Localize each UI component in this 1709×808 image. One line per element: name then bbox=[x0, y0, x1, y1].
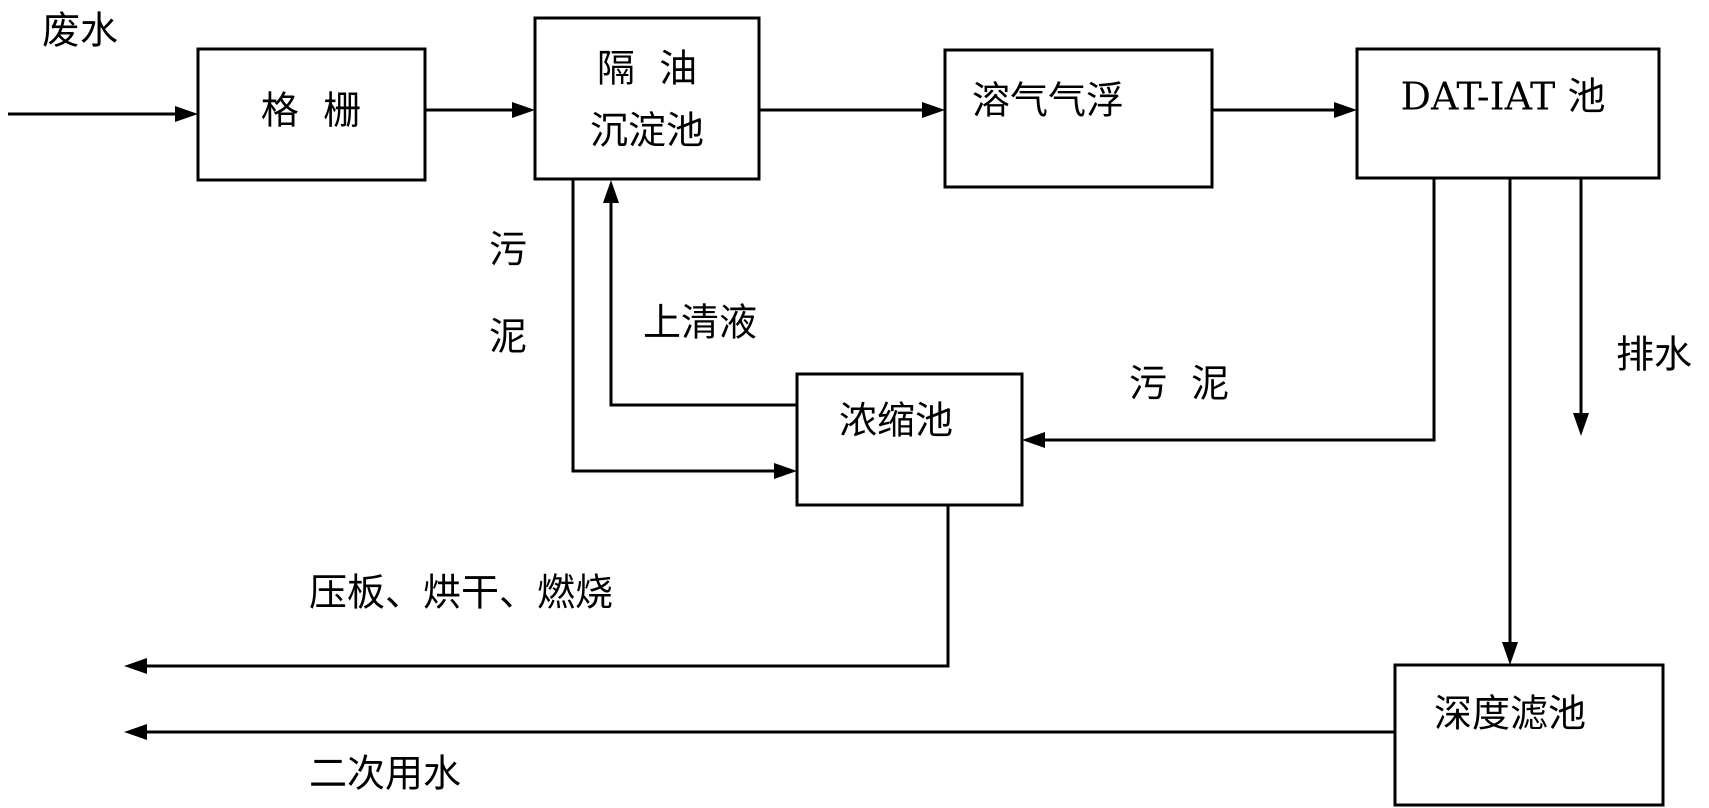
sludge-outlet-line bbox=[140, 505, 950, 668]
discharge-label: 排水 bbox=[1616, 333, 1692, 377]
grating-box bbox=[196, 47, 427, 182]
inlet-arrowhead bbox=[175, 106, 198, 122]
oil-separator-node: 隔 油 沉淀池 bbox=[533, 16, 761, 181]
supernatant-return-arrowhead bbox=[603, 180, 619, 203]
oil-sludge-to-thickener-arrowhead bbox=[774, 463, 797, 479]
reuse-water-arrowhead bbox=[124, 724, 147, 740]
dat-to-filter-arrowhead bbox=[1502, 642, 1518, 665]
sludge-vertical-label-1: 污 bbox=[489, 228, 527, 272]
sludge-outlet-arrowhead bbox=[124, 658, 147, 674]
daf-label: 溶气气浮 bbox=[972, 79, 1124, 123]
grating-node: 格 栅 bbox=[196, 47, 427, 182]
deep-filter-box bbox=[1393, 663, 1665, 807]
daf-box bbox=[943, 48, 1214, 189]
dat-iat-label: DAT-IAT 池 bbox=[1401, 75, 1606, 119]
grating-to-oil-arrowhead bbox=[512, 102, 535, 118]
dat-iat-box bbox=[1355, 47, 1661, 180]
dat-iat-node: DAT-IAT 池 bbox=[1355, 47, 1661, 180]
daf-to-dat-arrowhead bbox=[1334, 102, 1357, 118]
discharge-arrowhead bbox=[1573, 413, 1589, 436]
dat-sludge-to-thickener-line bbox=[1038, 178, 1436, 442]
daf-node: 溶气气浮 bbox=[943, 48, 1214, 189]
oil-separator-box bbox=[533, 16, 761, 181]
wastewater-label: 废水 bbox=[42, 9, 118, 53]
reuse-water-label: 二次用水 bbox=[309, 752, 461, 796]
thickener-label: 浓缩池 bbox=[839, 399, 953, 443]
dat-sludge-to-thickener-arrowhead bbox=[1022, 432, 1045, 448]
oil-separator-label-line1: 隔 油 bbox=[597, 47, 697, 91]
press-dry-burn-label: 压板、烘干、燃烧 bbox=[309, 571, 613, 615]
deep-filter-node: 深度滤池 bbox=[1393, 663, 1665, 807]
sludge-vertical-label-2: 泥 bbox=[489, 315, 527, 359]
thickener-node: 浓缩池 bbox=[795, 372, 1024, 507]
deep-filter-label: 深度滤池 bbox=[1434, 692, 1586, 736]
supernatant-label: 上清液 bbox=[643, 301, 757, 345]
supernatant-return-line bbox=[609, 196, 797, 407]
oil-sludge-to-thickener-line bbox=[571, 179, 781, 473]
sludge-horizontal-label: 污 泥 bbox=[1129, 362, 1229, 406]
oil-to-daf-arrowhead bbox=[922, 102, 945, 118]
thickener-box bbox=[795, 372, 1024, 507]
oil-separator-label-line2: 沉淀池 bbox=[590, 109, 704, 153]
grating-label: 格 栅 bbox=[261, 89, 361, 133]
